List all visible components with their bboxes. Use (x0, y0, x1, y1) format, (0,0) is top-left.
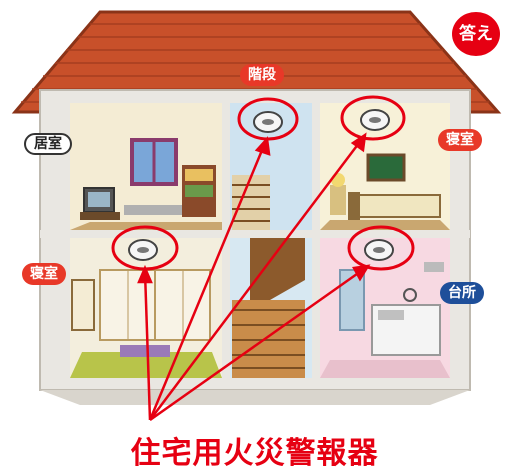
smoke-detector-kitchen (347, 225, 415, 271)
label-stairs: 階段 (240, 64, 284, 86)
bedroom-lower-furniture (71, 269, 211, 357)
label-bedroom-lower: 寝室 (22, 263, 66, 285)
label-bedroom-upper: 寝室 (438, 129, 482, 151)
roof (11, 10, 502, 114)
label-living-room: 居室 (24, 133, 72, 155)
caption-smoke-alarm: 住宅用火災警報器 (130, 436, 379, 471)
answer-badge: 答え (452, 12, 500, 56)
living-room-furniture (80, 138, 216, 220)
label-kitchen: 台所 (440, 282, 484, 304)
bedroom-upper-furniture (330, 153, 441, 220)
pointer-arrows (137, 132, 371, 422)
smoke-detector-bedroom-upper (340, 95, 406, 141)
staircase (232, 175, 305, 378)
